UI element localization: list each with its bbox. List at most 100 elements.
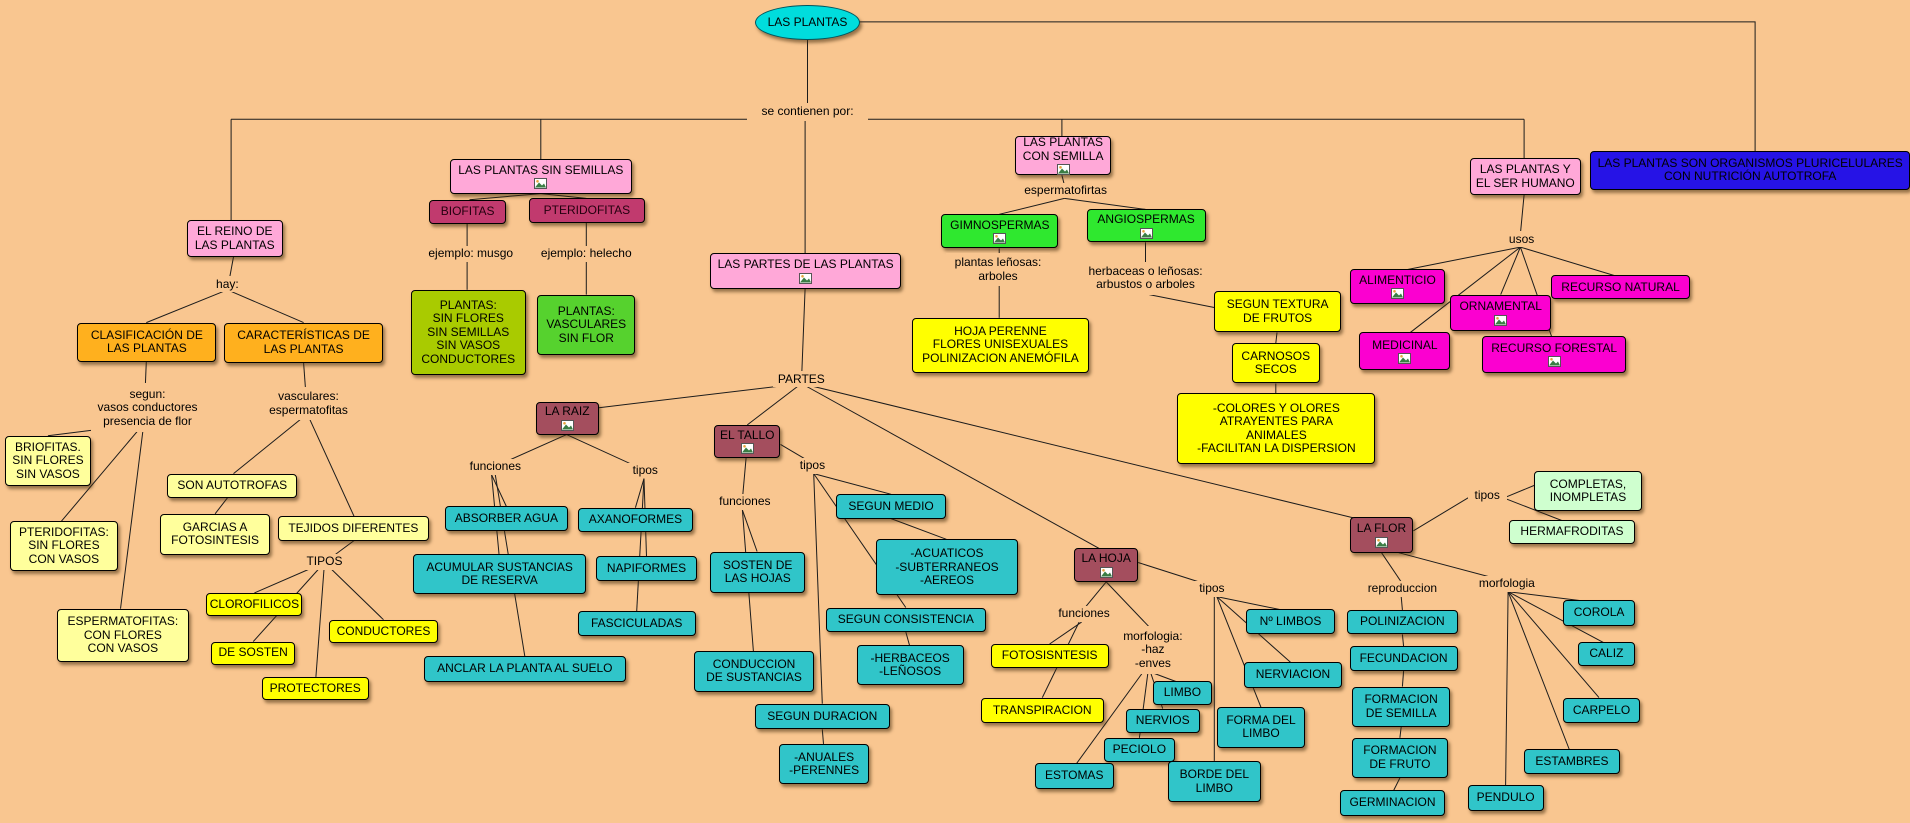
link-tipos-tallo[interactable]: tipos	[792, 457, 833, 474]
node-hoja-perenne[interactable]: HOJA PERENNE FLORES UNISEXUALES POLINIZA…	[911, 317, 1089, 373]
node-peciolo[interactable]: PECIOLO	[1103, 737, 1175, 763]
link-funciones-raiz[interactable]: funciones	[460, 458, 530, 475]
link-herbaceas-o-lenosas[interactable]: herbaceas o leñosas: arbustos o arboles	[1076, 261, 1215, 295]
node-borde-del-limbo[interactable]: BORDE DEL LIMBO	[1167, 760, 1262, 803]
image-resource-icon[interactable]	[1139, 227, 1153, 239]
link-plantas-lenosas-arboles[interactable]: plantas leñosas: arboles	[946, 253, 1050, 287]
image-resource-icon[interactable]	[993, 233, 1007, 245]
node-caliz[interactable]: CALIZ	[1578, 641, 1635, 666]
node-corola[interactable]: COROLA	[1563, 600, 1635, 626]
image-resource-icon[interactable]	[1099, 566, 1113, 578]
node-recurso-forestal[interactable]: RECURSO FORESTAL	[1482, 336, 1627, 373]
link-tipos-flor[interactable]: tipos	[1467, 488, 1507, 504]
node-absorber-agua[interactable]: ABSORBER AGUA	[444, 506, 568, 531]
node-espermatofitas-con-flores[interactable]: ESPERMATOFITAS: CON FLORES CON VASOS	[56, 608, 190, 663]
link-segun-vasos-flor[interactable]: segun: vasos conductores presencia de fl…	[90, 383, 204, 433]
node-colores-y-olores[interactable]: -COLORES Y OLORES ATRAYENTES PARA ANIMAL…	[1177, 393, 1376, 464]
node-recurso-natural[interactable]: RECURSO NATURAL	[1551, 275, 1690, 300]
node-alimenticio[interactable]: ALIMENTICIO	[1349, 269, 1446, 305]
node-estambres[interactable]: ESTAMBRES	[1524, 748, 1620, 775]
link-funciones-tallo[interactable]: funciones	[710, 494, 780, 511]
node-las-plantas[interactable]: LAS PLANTAS	[754, 4, 861, 41]
node-acuaticos-subterraneos-aereos[interactable]: -ACUATICOS -SUBTERRANEOS -AEREOS	[876, 539, 1018, 596]
node-las-plantas-con-semilla[interactable]: LAS PLANTAS CON SEMILLA	[1015, 136, 1112, 176]
node-nervios[interactable]: NERVIOS	[1125, 708, 1200, 733]
node-conductores[interactable]: CONDUCTORES	[329, 619, 438, 643]
node-caracteristicas-de-las-plantas[interactable]: CARACTERÍSTICAS DE LAS PLANTAS	[223, 322, 384, 363]
node-anuales-perennes[interactable]: -ANUALES -PERENNES	[779, 743, 869, 785]
node-la-flor[interactable]: LA FLOR	[1349, 517, 1414, 553]
node-fasciculadas[interactable]: FASCICULADAS	[577, 611, 696, 636]
node-la-raiz[interactable]: LA RAIZ	[535, 401, 599, 435]
node-carnosos-secos[interactable]: CARNOSOS SECOS	[1231, 343, 1321, 384]
node-anclar-la-planta[interactable]: ANCLAR LA PLANTA AL SUELO	[424, 656, 626, 682]
node-nerviacion[interactable]: NERVIACION	[1243, 662, 1343, 688]
node-son-autotrofas[interactable]: SON AUTOTROFAS	[167, 473, 298, 498]
node-completas-inompletas[interactable]: COMPLETAS, INOMPLETAS	[1533, 471, 1643, 512]
link-funciones-hoja[interactable]: funciones	[1049, 606, 1119, 623]
node-conduccion-de-sustancias[interactable]: CONDUCCION DE SUSTANCIAS	[694, 651, 814, 692]
node-pteridofitas-con-vasos[interactable]: PTERIDOFITAS: SIN FLORES CON VASOS	[9, 521, 118, 571]
image-resource-icon[interactable]	[799, 272, 813, 284]
node-angiospermas[interactable]: ANGIOSPERMAS	[1086, 209, 1206, 243]
image-resource-icon[interactable]	[1374, 536, 1388, 548]
node-polinizacion[interactable]: POLINIZACION	[1347, 609, 1458, 635]
node-plantas-vasculares-sin-flor[interactable]: PLANTAS: VASCULARES SIN FLOR	[537, 294, 636, 356]
node-la-hoja[interactable]: LA HOJA	[1074, 547, 1139, 582]
link-ejemplo-musgo[interactable]: ejemplo: musgo	[415, 245, 527, 262]
node-tejidos-diferentes[interactable]: TEJIDOS DIFERENTES	[277, 516, 429, 541]
node-las-plantas-y-el-ser-humano[interactable]: LAS PLANTAS Y EL SER HUMANO	[1469, 158, 1581, 195]
link-ejemplo-helecho[interactable]: ejemplo: helecho	[528, 245, 645, 262]
node-formacion-de-fruto[interactable]: FORMACION DE FRUTO	[1351, 737, 1448, 778]
image-resource-icon[interactable]	[534, 178, 548, 190]
image-resource-icon[interactable]	[560, 419, 574, 431]
node-segun-medio[interactable]: SEGUN MEDIO	[835, 494, 947, 519]
node-plantas-sin-flores[interactable]: PLANTAS: SIN FLORES SIN SEMILLAS SIN VAS…	[410, 289, 527, 375]
node-fotosisntesis[interactable]: FOTOSISNTESIS	[990, 644, 1109, 669]
node-fecundacion[interactable]: FECUNDACION	[1349, 646, 1458, 671]
node-las-plantas-sin-semillas[interactable]: LAS PLANTAS SIN SEMILLAS	[449, 159, 632, 194]
image-resource-icon[interactable]	[1056, 164, 1070, 176]
node-forma-del-limbo[interactable]: FORMA DEL LIMBO	[1216, 707, 1306, 748]
node-organismos-pluricelulares[interactable]: LAS PLANTAS SON ORGANISMOS PLURICELULARE…	[1590, 150, 1910, 190]
node-carpelo[interactable]: CARPELO	[1563, 697, 1640, 724]
node-garcias-a-fotosintesis[interactable]: GARCIAS A FOTOSINTESIS	[159, 513, 271, 556]
node-de-sosten[interactable]: DE SOSTEN	[211, 641, 295, 665]
link-tipos-hoja[interactable]: tipos	[1192, 580, 1232, 597]
node-clasificacion-de-las-plantas[interactable]: CLASIFICACIÓN DE LAS PLANTAS	[77, 322, 217, 362]
node-las-partes-de-las-plantas[interactable]: LAS PARTES DE LAS PLANTAS	[710, 253, 901, 289]
link-morfologia-haz-enves[interactable]: morfologia: -haz -enves	[1113, 625, 1193, 675]
node-ornamental[interactable]: ORNAMENTAL	[1450, 294, 1552, 332]
node-transpiracion[interactable]: TRANSPIRACION	[980, 697, 1104, 724]
node-napiformes[interactable]: NAPIFORMES	[596, 556, 697, 581]
node-n-limbos[interactable]: Nº LIMBOS	[1246, 608, 1335, 635]
node-segun-duracion[interactable]: SEGUN DURACION	[754, 703, 890, 730]
node-clorofilicos[interactable]: CLOROFILICOS	[206, 592, 303, 617]
image-resource-icon[interactable]	[1494, 314, 1508, 326]
node-acumular-sustancias[interactable]: ACUMULAR SUSTANCIAS DE RESERVA	[412, 553, 587, 595]
node-briofitas-sin-vasos[interactable]: BRIOFITAS. SIN FLORES SIN VASOS	[4, 435, 91, 486]
node-germinacion[interactable]: GERMINACION	[1339, 790, 1446, 816]
node-el-reino-de-las-plantas[interactable]: EL REINO DE LAS PLANTAS	[186, 220, 283, 257]
node-sosten-de-las-hojas[interactable]: SOSTEN DE LAS HOJAS	[710, 551, 806, 593]
node-medicinal[interactable]: MEDICINAL	[1359, 332, 1451, 371]
link-vasculares-espermatofitas[interactable]: vasculares: espermatofitas	[263, 387, 354, 420]
node-biofitas[interactable]: BIOFITAS	[428, 199, 507, 224]
node-pteridofitas[interactable]: PTERIDOFITAS	[528, 198, 646, 223]
node-limbo[interactable]: LIMBO	[1152, 680, 1212, 705]
node-pendulo[interactable]: PENDULO	[1467, 785, 1544, 811]
node-estomas[interactable]: ESTOMAS	[1034, 763, 1114, 789]
image-resource-icon[interactable]	[1398, 352, 1412, 364]
node-segun-consistencia[interactable]: SEGUN CONSISTENCIA	[825, 607, 986, 632]
link-tipos-raiz[interactable]: tipos	[625, 462, 665, 479]
node-el-tallo[interactable]: EL TALLO	[714, 424, 781, 458]
link-tipos-tejidos[interactable]: TIPOS	[301, 553, 348, 570]
link-partes[interactable]: PARTES	[773, 371, 830, 388]
link-espermatofirtas[interactable]: espermatofirtas	[1012, 182, 1119, 199]
node-segun-textura-de-frutos[interactable]: SEGUN TEXTURA DE FRUTOS	[1214, 290, 1341, 333]
link-morfologia-flor[interactable]: morfologia	[1469, 575, 1544, 592]
image-resource-icon[interactable]	[1390, 288, 1404, 300]
node-herbaceos-lenosos[interactable]: -HERBACEOS -LEÑOSOS	[856, 645, 964, 686]
node-gimnospermas[interactable]: GIMNOSPERMAS	[941, 214, 1059, 249]
link-reproduccion[interactable]: reproduccion	[1359, 580, 1446, 597]
